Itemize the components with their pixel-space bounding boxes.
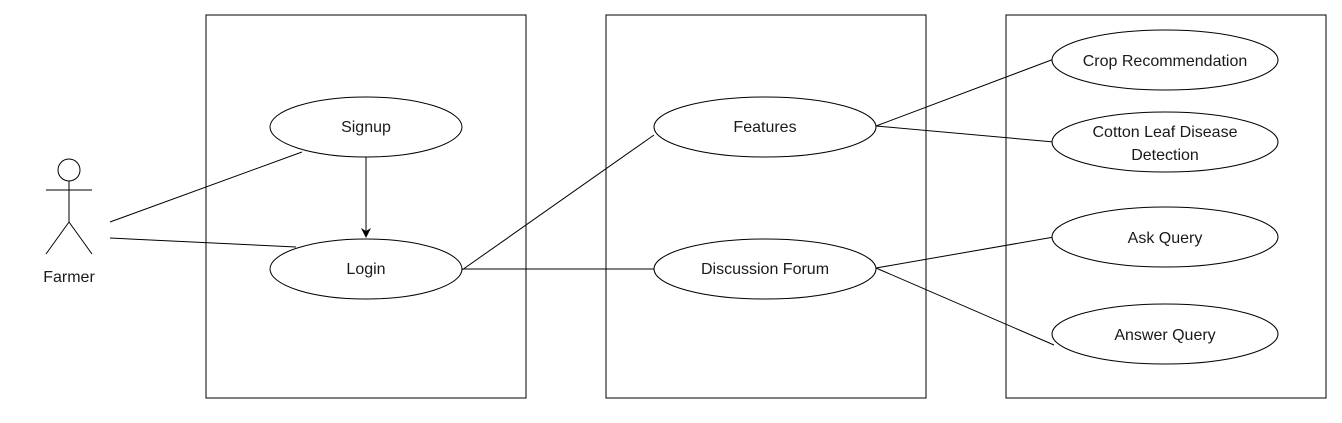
usecase-login: Login — [269, 238, 463, 300]
edge-discussion-answer — [875, 267, 1055, 346]
actor-right-leg — [68, 221, 93, 255]
usecase-answer-query-label: Answer Query — [1114, 327, 1215, 344]
actor-label: Farmer — [43, 269, 95, 286]
usecase-cotton-leaf-label-line2: Detection — [1131, 147, 1199, 164]
actor-farmer: Farmer — [43, 158, 95, 286]
usecase-cotton-leaf-disease-detection: Cotton Leaf Disease Detection — [1051, 111, 1279, 173]
usecase-discussion-forum: Discussion Forum — [653, 238, 877, 300]
usecase-discussion-forum-label: Discussion Forum — [701, 261, 829, 278]
usecase-ask-query: Ask Query — [1051, 206, 1279, 268]
actor-head — [57, 158, 81, 182]
edge-features-crop — [875, 58, 1055, 127]
edge-farmer-login — [109, 237, 297, 248]
usecase-ask-query-label: Ask Query — [1128, 230, 1203, 247]
usecase-login-label: Login — [346, 261, 385, 278]
actor-left-leg — [45, 221, 70, 255]
edge-discussion-ask — [875, 236, 1055, 269]
system-boundary-services — [605, 14, 927, 399]
usecase-features: Features — [653, 96, 877, 158]
usecase-signup: Signup — [269, 96, 463, 158]
usecase-answer-query: Answer Query — [1051, 303, 1279, 365]
usecase-cotton-leaf-label-line1: Cotton Leaf Disease — [1093, 124, 1238, 141]
edge-login-features — [461, 134, 655, 271]
usecase-crop-recommendation: Crop Recommendation — [1051, 29, 1279, 91]
edge-farmer-signup — [109, 151, 303, 223]
usecase-signup-label: Signup — [341, 119, 391, 136]
usecase-features-label: Features — [733, 119, 796, 136]
edge-features-cotton — [875, 125, 1055, 143]
usecase-crop-recommendation-label: Crop Recommendation — [1083, 53, 1248, 70]
